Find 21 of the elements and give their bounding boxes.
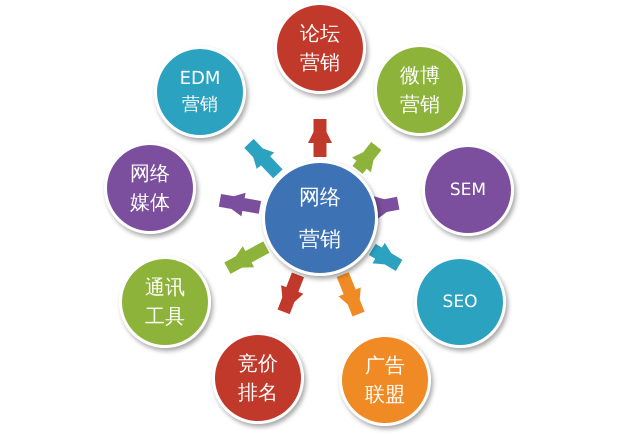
circle-label: 广告联盟 (364, 352, 406, 408)
arrow (218, 192, 262, 216)
circle-label: 竞价排名 (237, 350, 279, 406)
topic-circle (104, 142, 196, 234)
arrow (372, 196, 400, 220)
arrow (308, 119, 332, 157)
arrow (352, 142, 382, 174)
circle-label: SEM (450, 178, 486, 202)
topic-circle (414, 256, 506, 348)
topic-circle (374, 44, 466, 136)
arrow (224, 241, 270, 274)
circle-label: 微博营销 (399, 62, 441, 118)
circle-label: 网络媒体 (129, 160, 171, 216)
arrow (244, 138, 283, 178)
circle-label: 论坛营销 (299, 20, 341, 76)
arrow (278, 272, 304, 314)
circle-label: 通讯工具 (144, 274, 186, 330)
circle-label: 网络营销 (298, 184, 342, 253)
circle-label: EDM营销 (178, 66, 222, 117)
circle-label: SEO (442, 290, 478, 314)
arrow (368, 242, 402, 272)
